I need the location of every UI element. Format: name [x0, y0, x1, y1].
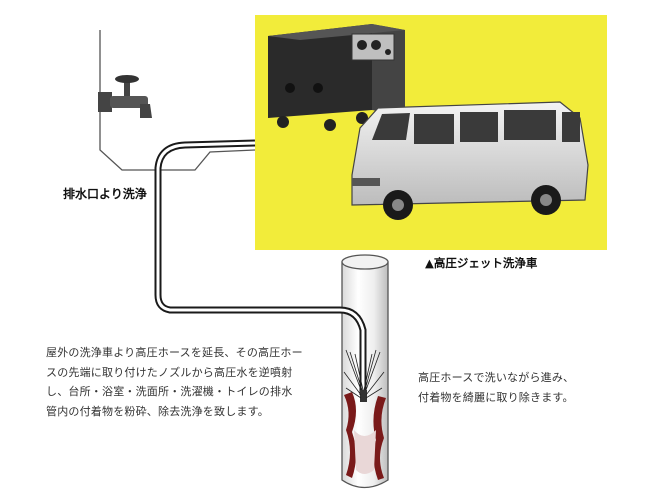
wall-outline — [99, 30, 145, 171]
nozzle-spray-icon — [343, 349, 385, 402]
left-description-line: スの先端に取り付けたノズルから高圧水を逆噴射 — [46, 365, 293, 379]
right-description: 高圧ホースで洗いながら進み、 付着物を綺麗に取り除きます。 — [418, 368, 628, 407]
right-description-line: 付着物を綺麗に取り除きます。 — [418, 390, 574, 404]
high-pressure-hose — [154, 139, 367, 395]
sink-drain-outline — [145, 149, 256, 171]
left-description-line: し、台所・浴室・洗面所・洗濯機・トイレの排水 — [46, 385, 293, 398]
left-description-line: 管内の付着物を粉砕、除去洗浄を致します。 — [46, 404, 269, 418]
photo-caption: ▲高圧ジェット洗浄車 — [425, 256, 538, 270]
pressure-washer-unit-icon — [268, 24, 405, 131]
drain-label: 排水口より洗浄 — [63, 187, 147, 201]
water-faucet-icon — [98, 75, 152, 118]
left-description-line: 屋外の洗浄車より高圧ホースを延長、その高圧ホー — [46, 346, 303, 359]
left-description: 屋外の洗浄車より高圧ホースを延長、その高圧ホー スの先端に取り付けたノズルから高… — [46, 343, 338, 421]
van-icon — [351, 101, 589, 220]
right-description-line: 高圧ホースで洗いながら進み、 — [418, 371, 575, 384]
